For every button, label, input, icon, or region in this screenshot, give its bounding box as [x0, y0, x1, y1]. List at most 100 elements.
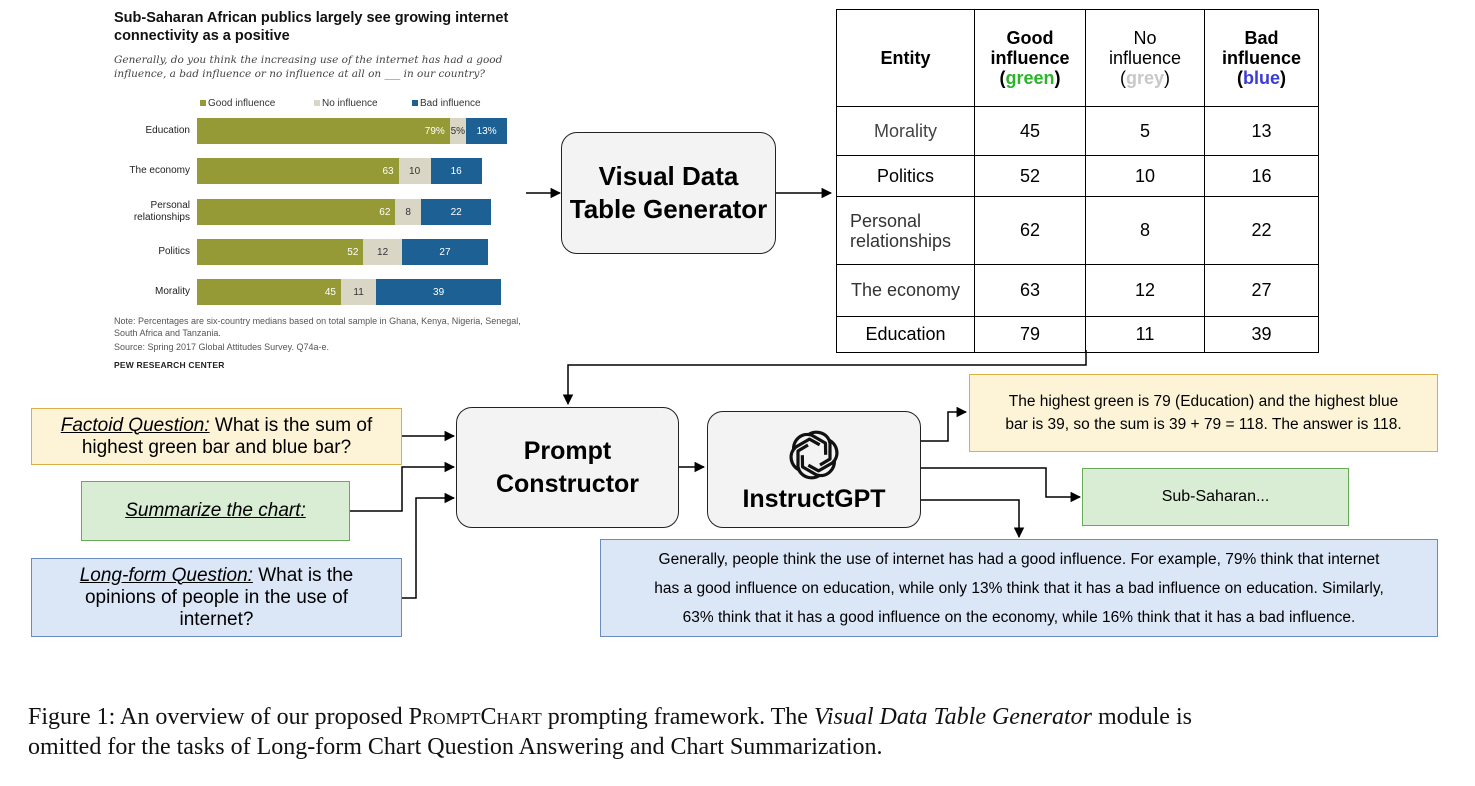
longform-answer-line-3: 63% think that it has a good influence o…: [682, 608, 1356, 626]
longform-prefix: Long-form Question:: [79, 564, 253, 586]
table-row: Morality 45 5 13: [836, 106, 1319, 156]
prompt-constructor-box: Prompt Constructor: [456, 407, 679, 528]
arrow-gpt-to-summary: [921, 467, 1082, 503]
factoid-question-box: Factoid Question: What is the sum of hig…: [31, 408, 402, 465]
framework-name: PromptChart: [408, 704, 542, 730]
legend-swatch-bad: [412, 100, 418, 106]
prompt-line-1: Prompt: [523, 436, 612, 465]
longform-answer-box: Generally, people think the use of inter…: [600, 539, 1438, 637]
legend-good: Good influence: [200, 97, 275, 109]
cell-none: 5: [1085, 106, 1205, 156]
bar-segment-good: 62: [197, 199, 396, 225]
bar-segment-bad: 22: [421, 199, 492, 225]
instructgpt-label: InstructGPT: [742, 485, 886, 513]
longform-text-2: opinions of people in the use of: [84, 586, 349, 608]
cell-good: 52: [974, 155, 1086, 197]
figure-caption: Figure 1: An overview of our proposed Pr…: [28, 704, 1192, 760]
cell-entity: The economy: [836, 264, 975, 317]
factoid-answer-line-2: bar is 39, so the sum is 39 + 79 = 118. …: [1005, 416, 1402, 433]
factoid-answer-box: The highest green is 79 (Education) and …: [969, 374, 1438, 452]
bar-segment-none: 12: [363, 239, 402, 265]
table-row: The economy 63 12 27: [836, 264, 1319, 317]
category-label: The economy: [129, 165, 190, 176]
header-bad-color: blue: [1242, 68, 1280, 88]
arrow-longform-to-prompt: [402, 492, 456, 599]
factoid-prefix: Factoid Question:: [60, 414, 210, 436]
legend-bad: Bad influence: [412, 97, 481, 109]
cell-bad: 22: [1204, 196, 1319, 265]
cell-entity: Politics: [836, 155, 975, 197]
module-name: Visual Data Table Generator: [813, 704, 1092, 730]
chart-source: Source: Spring 2017 Global Attitudes Sur…: [114, 342, 329, 352]
legend-none: No influence: [314, 97, 378, 109]
cell-entity: Personal relationships: [836, 196, 975, 265]
bar-segment-good: 63: [197, 158, 399, 184]
table-header-row: Entity Good influence (green) No influen…: [836, 9, 1319, 107]
bar-segment-good: 52: [197, 239, 364, 265]
chart-question: Generally, do you think the increasing u…: [114, 54, 503, 80]
factoid-text-2: highest green bar and blue bar?: [81, 436, 352, 458]
bar-segment-good: 45: [197, 279, 341, 305]
bar-segment-none: 10: [398, 158, 431, 184]
generator-line-2: Table Generator: [569, 194, 768, 224]
cell-bad: 39: [1204, 316, 1319, 353]
cell-bad: 16: [1204, 155, 1319, 197]
category-label: Education: [145, 125, 190, 136]
longform-text-1: What is the: [252, 564, 354, 586]
bar-segment-none: 8: [395, 199, 421, 225]
cell-none: 8: [1085, 196, 1205, 265]
cell-good: 63: [974, 264, 1086, 317]
chart-title: Sub-Saharan African publics largely see …: [114, 10, 509, 44]
factoid-text-1: What is the sum of: [209, 414, 373, 436]
instructgpt-box: InstructGPT: [707, 411, 921, 528]
summary-answer-box: Sub-Saharan...: [1082, 468, 1349, 526]
legend-label-bad: Bad influence: [420, 97, 481, 109]
legend-swatch-good: [200, 100, 206, 106]
bar-segment-bad: 13%: [465, 118, 508, 144]
summarize-box: Summarize the chart:: [81, 481, 350, 541]
cell-none: 12: [1085, 264, 1205, 317]
factoid-answer-line-1: The highest green is 79 (Education) and …: [1008, 393, 1399, 410]
cell-bad: 13: [1204, 106, 1319, 156]
longform-answer-line-2: has a good influence on education, while…: [654, 579, 1384, 597]
bar-segment-none: 5%: [449, 118, 466, 144]
cell-entity: Education: [836, 316, 975, 353]
header-entity: Entity: [836, 9, 975, 107]
cell-good: 62: [974, 196, 1086, 265]
bar-segment-bad: 27: [401, 239, 489, 265]
legend-swatch-none: [314, 100, 320, 106]
legend-label-good: Good influence: [208, 97, 276, 109]
table-row: Personal relationships 62 8 22: [836, 196, 1319, 265]
table-row: Politics 52 10 16: [836, 155, 1319, 197]
arrow-summarize-to-prompt: [350, 461, 456, 512]
cell-entity: Morality: [836, 106, 975, 156]
data-table: Entity Good influence (green) No influen…: [836, 9, 1319, 353]
openai-logo-icon: [788, 429, 840, 481]
bar-segment-good: 79%: [197, 118, 450, 144]
visual-data-table-generator-box: Visual Data Table Generator: [561, 132, 776, 254]
pew-brand: PEW RESEARCH CENTER: [114, 360, 225, 370]
generator-line-1: Visual Data: [598, 161, 739, 191]
longform-answer-line-1: Generally, people think the use of inter…: [658, 550, 1380, 568]
summary-answer-text: Sub-Saharan...: [1161, 488, 1270, 505]
bar-segment-none: 11: [341, 279, 377, 305]
longform-question-box: Long-form Question: What is the opinions…: [31, 558, 402, 637]
arrow-gpt-to-longform-answer: [921, 499, 1025, 539]
header-good-color: green: [1005, 68, 1055, 88]
cell-bad: 27: [1204, 264, 1319, 317]
longform-text-3: internet?: [179, 608, 254, 630]
arrow-table-to-prompt: [562, 350, 1087, 406]
cell-none: 10: [1085, 155, 1205, 197]
header-none-color: grey: [1125, 68, 1165, 88]
header-none: No influence (grey): [1085, 9, 1205, 107]
category-label: Politics: [158, 246, 190, 257]
cell-none: 11: [1085, 316, 1205, 353]
summarize-prefix: Summarize the chart:: [125, 500, 306, 521]
chart-note: Note: Percentages are six-country median…: [114, 316, 521, 338]
arrow-gpt-to-factoid-answer: [921, 406, 968, 442]
header-bad: Bad influence (blue): [1204, 9, 1319, 107]
legend-label-none: No influence: [322, 97, 378, 109]
bar-segment-bad: 16: [430, 158, 482, 184]
category-label: Morality: [154, 286, 190, 297]
